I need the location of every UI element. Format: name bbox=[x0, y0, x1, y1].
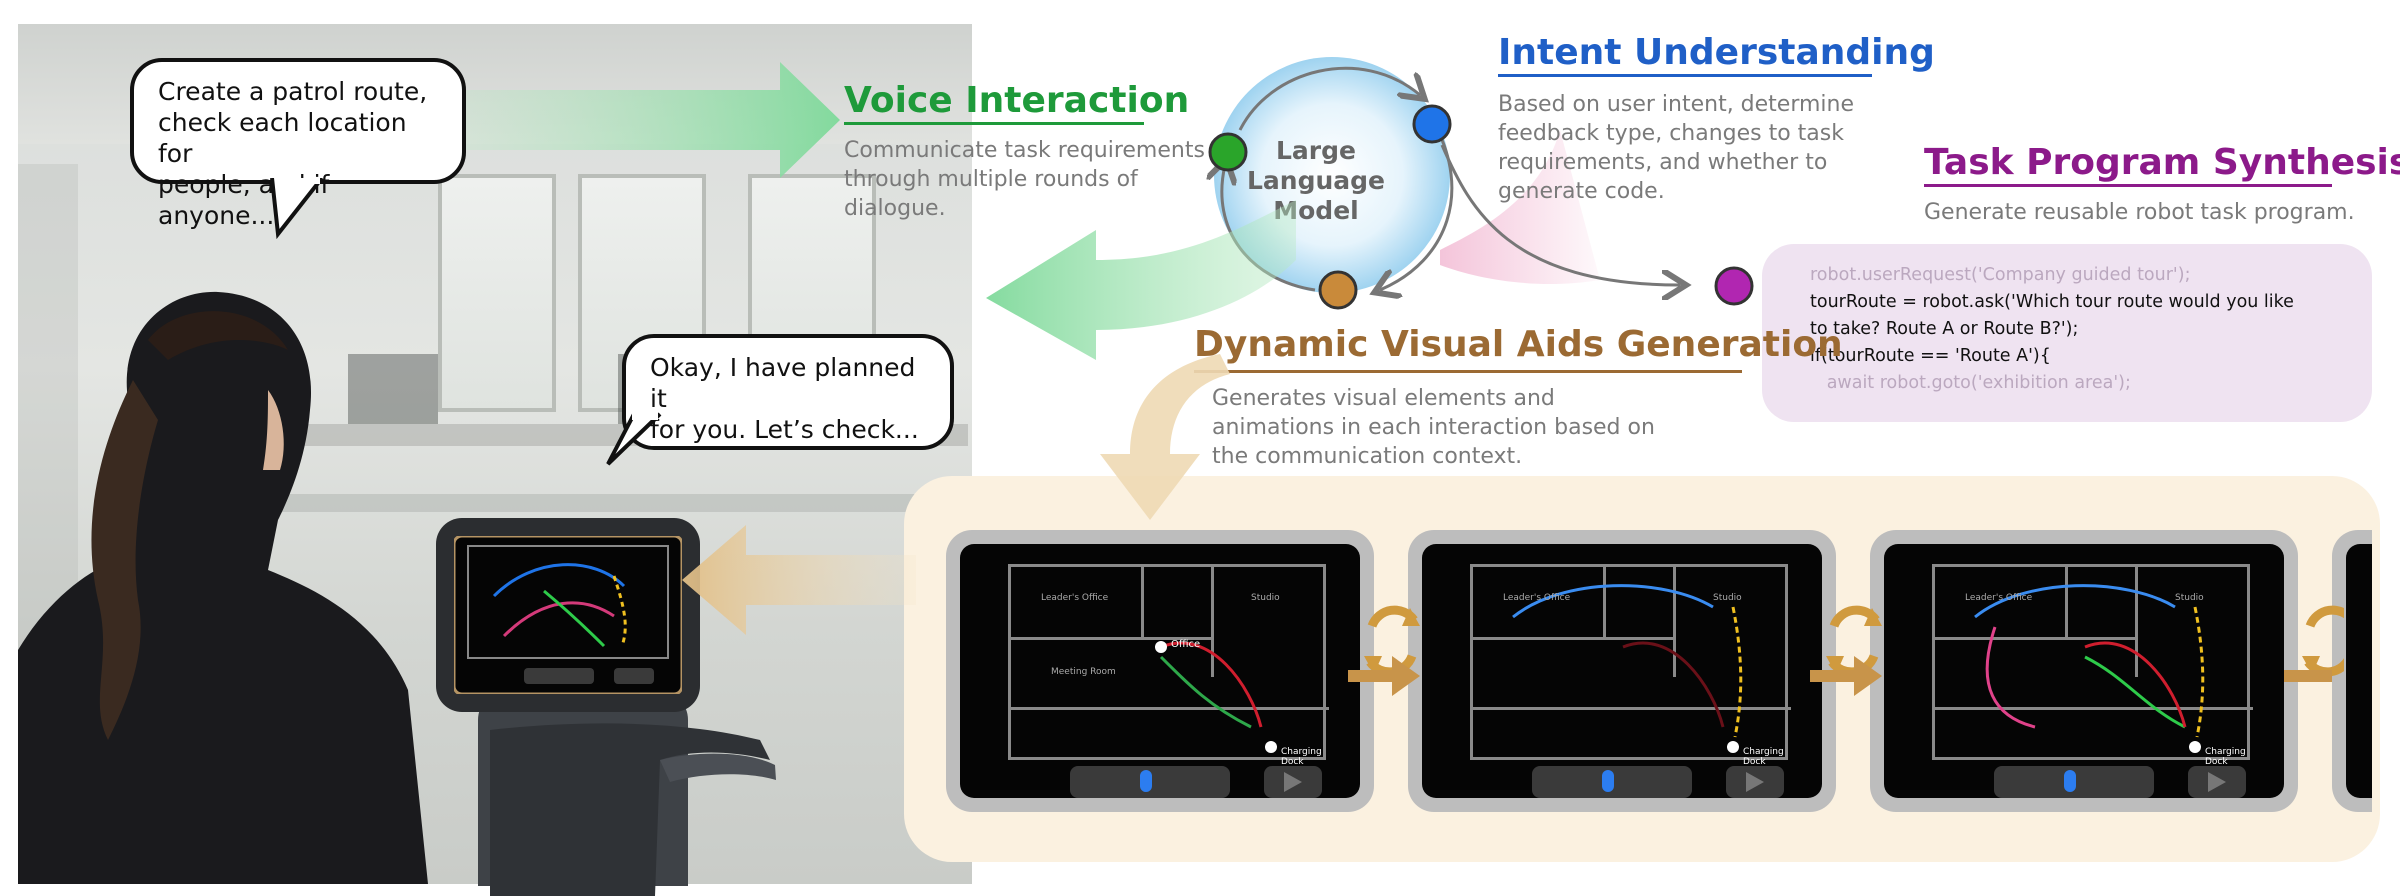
robot-bubble-tail bbox=[606, 412, 662, 466]
visual-aids-title: Dynamic Visual Aids Generation bbox=[1194, 324, 1843, 365]
voice-node bbox=[1208, 132, 1248, 172]
robot-stand bbox=[490, 723, 776, 896]
user-speech-text: Create a patrol route, check each locati… bbox=[158, 77, 428, 230]
screen-inner: Leader's Office Studio Charging Dock bbox=[1884, 544, 2284, 798]
visual-aids-desc: Generates visual elements and animations… bbox=[1212, 386, 1655, 469]
next-arrow-icon bbox=[1810, 656, 1882, 696]
route-paths bbox=[1155, 641, 1277, 753]
task-program-synthesis-desc: Generate reusable robot task program. bbox=[1924, 200, 2355, 225]
person-figure bbox=[18, 291, 428, 884]
code-line: to take? Route A or Route B?'); bbox=[1810, 319, 2079, 339]
map-label-charging-dock: Charging Dock bbox=[1743, 747, 1784, 767]
intent-node bbox=[1412, 104, 1452, 144]
code-line: tourRoute = robot.ask('Which tour route … bbox=[1810, 292, 2294, 312]
screen-inner: Office Leader's Office Studio Meeting Ro… bbox=[960, 544, 1360, 798]
route-paths bbox=[1974, 584, 2205, 753]
intent-underline bbox=[1498, 74, 1872, 77]
panel-to-robot-arrow bbox=[682, 525, 916, 635]
route-screen-1: Office Leader's Office Studio Meeting Ro… bbox=[946, 530, 1374, 812]
intent-understanding-desc: Based on user intent, determine feedback… bbox=[1498, 92, 1855, 204]
route-screen-3: Leader's Office Studio Charging Dock bbox=[1870, 530, 2298, 812]
user-speech-bubble: Create a patrol route, check each locati… bbox=[130, 58, 466, 230]
map-label-charging-dock: Charging Dock bbox=[2205, 747, 2246, 767]
map-label-charging-dock: Charging Dock bbox=[1281, 747, 1322, 767]
robot-speech-bubble: Okay, I have planned it for you. Let’s c… bbox=[622, 334, 954, 450]
desk bbox=[238, 494, 958, 512]
user-bubble-tail bbox=[270, 178, 324, 240]
route-screen-4-partial bbox=[2332, 530, 2372, 812]
llm-to-voice-arrow bbox=[986, 200, 1296, 360]
synthesis-node bbox=[1714, 266, 1754, 306]
robot-screen bbox=[436, 518, 700, 712]
next-arrow-icon bbox=[2284, 670, 2332, 682]
robot-speech-text: Okay, I have planned it for you. Let’s c… bbox=[650, 353, 919, 444]
visual-underline bbox=[1194, 370, 1742, 373]
code-snippet-box: robot.userRequest('Company guided tour')… bbox=[1762, 244, 2372, 422]
code-line: if(tourRoute == 'Route A'){ bbox=[1810, 346, 2051, 366]
screen-inner: Leader's Office Studio Charging Dock bbox=[1422, 544, 1822, 798]
voice-interaction-desc: Communicate task requirements through mu… bbox=[844, 138, 1205, 221]
map-label-studio: Studio bbox=[1713, 593, 1742, 603]
synthesis-underline bbox=[1924, 184, 2332, 187]
map-label-meeting-room: Meeting Room bbox=[1051, 667, 1116, 677]
visual-down-arrow bbox=[1100, 354, 1230, 520]
monitor bbox=[348, 354, 438, 424]
floor-plan: Office Leader's Office Studio Meeting Ro… bbox=[1008, 564, 1329, 767]
play-icon[interactable] bbox=[1744, 770, 1766, 794]
visual-node bbox=[1318, 270, 1358, 310]
map-label-studio: Studio bbox=[2175, 593, 2204, 603]
robot-screen-map bbox=[454, 536, 682, 694]
route-screen-2: Leader's Office Studio Charging Dock bbox=[1408, 530, 1836, 812]
voice-arrow bbox=[440, 62, 840, 178]
map-label-leaders-office: Leader's Office bbox=[1503, 593, 1571, 603]
intent-understanding-title: Intent Understanding bbox=[1498, 32, 1935, 73]
floor-plan: Leader's Office Studio Charging Dock bbox=[1932, 564, 2253, 767]
map-label-leaders-office: Leader's Office bbox=[1965, 593, 2033, 603]
code-line: robot.userRequest('Company guided tour')… bbox=[1810, 265, 2191, 285]
voice-interaction-title: Voice Interaction bbox=[844, 80, 1190, 121]
floor-plan: Leader's Office Studio Charging Dock bbox=[1470, 564, 1791, 767]
play-icon[interactable] bbox=[2206, 770, 2228, 794]
task-program-synthesis-title: Task Program Synthesis bbox=[1924, 142, 2400, 183]
window bbox=[438, 174, 556, 412]
mic-icon[interactable] bbox=[1140, 770, 1152, 792]
map-label-leaders-office: Leader's Office bbox=[1041, 593, 1109, 603]
route-paths bbox=[1512, 584, 1743, 753]
next-arrow-icon bbox=[1348, 656, 1420, 696]
map-label-studio: Studio bbox=[1251, 593, 1280, 603]
mic-icon[interactable] bbox=[1602, 770, 1614, 792]
code-line: await robot.goto('exhibition area'); bbox=[1810, 373, 2131, 393]
voice-underline bbox=[844, 122, 1144, 125]
mic-icon[interactable] bbox=[2064, 770, 2076, 792]
play-icon[interactable] bbox=[1282, 770, 1304, 794]
llm-label: Large Language Model bbox=[1246, 136, 1385, 225]
map-label-office: Office bbox=[1171, 639, 1201, 650]
